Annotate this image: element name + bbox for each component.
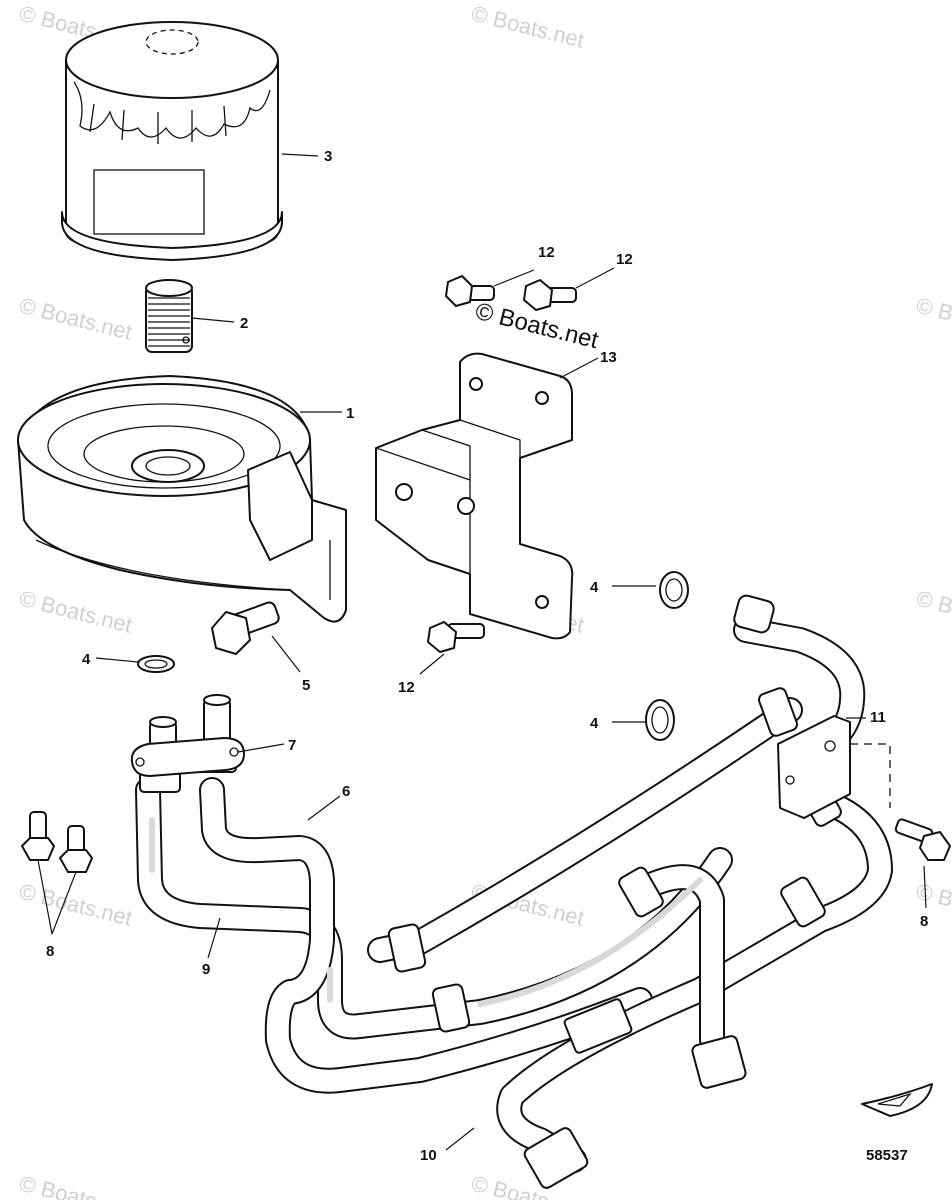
callout-8-left: 8 <box>46 943 54 960</box>
callout-labels: 3 2 1 12 12 13 4 4 4 5 12 7 6 11 8 8 9 1… <box>46 148 928 1164</box>
bolt-8-left-a <box>21 811 55 861</box>
callout-12-upper-right: 12 <box>616 251 633 268</box>
boat-icon <box>861 1083 933 1117</box>
manifold-block <box>777 715 891 819</box>
callout-12-lower: 12 <box>398 679 415 696</box>
mounting-bracket <box>375 352 574 640</box>
callout-8-right: 8 <box>920 913 928 930</box>
callout-11: 11 <box>870 709 886 726</box>
callout-12-upper-left: 12 <box>538 244 555 261</box>
callout-9: 9 <box>202 961 210 978</box>
o-ring-4-upper <box>659 571 689 609</box>
bolt-8-right <box>894 818 951 861</box>
callout-2: 2 <box>240 315 248 332</box>
watermark: © Boats.net <box>17 879 135 931</box>
callout-1: 1 <box>346 405 354 422</box>
o-ring-4-lower <box>645 699 675 741</box>
callout-6: 6 <box>342 783 350 800</box>
watermark: © Boats.net <box>17 1171 135 1200</box>
bolt-12-lower <box>427 621 485 653</box>
filter-adapter <box>17 375 347 623</box>
bolt-5 <box>211 601 280 655</box>
watermark: © Boats.net <box>914 293 952 345</box>
callout-7: 7 <box>288 737 296 754</box>
threaded-nipple <box>145 279 193 353</box>
watermark: © Boats.net <box>17 293 135 345</box>
figure-number: 58537 <box>866 1147 908 1164</box>
o-ring-4-left <box>137 655 175 673</box>
watermark: © Boats.net <box>914 586 952 638</box>
callout-5: 5 <box>302 677 310 694</box>
callout-10: 10 <box>420 1147 437 1164</box>
callout-4-left: 4 <box>82 651 91 668</box>
bolt-12-upper-right <box>523 279 577 311</box>
oil-filter <box>61 21 283 261</box>
watermark: © Boats.net <box>469 1 587 53</box>
callout-3: 3 <box>324 148 332 165</box>
callout-4-upper: 4 <box>590 579 599 596</box>
leader-lines <box>37 153 927 1151</box>
flange-plate <box>130 737 245 777</box>
watermark: © Boats.net <box>17 586 135 638</box>
bolt-12-upper-left <box>445 275 495 307</box>
callout-13: 13 <box>600 349 617 366</box>
hose-assembly <box>135 617 893 1173</box>
bolt-8-left-b <box>59 825 93 873</box>
callout-4-lower: 4 <box>590 715 599 732</box>
